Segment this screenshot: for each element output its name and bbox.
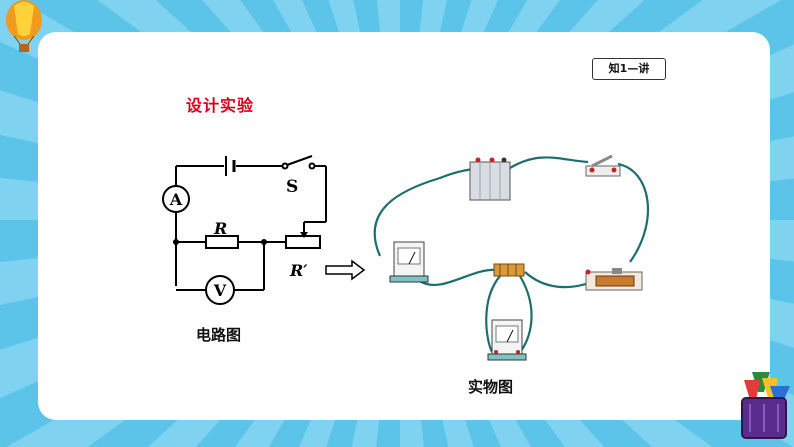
rheostat-symbol	[285, 232, 321, 249]
physical-caption: 实物图	[468, 378, 514, 396]
voltmeter-device	[487, 319, 527, 361]
wires	[373, 156, 650, 353]
switch-label: S	[286, 177, 298, 197]
voltmeter-label: V	[213, 281, 227, 300]
sliding-rheostat	[585, 268, 643, 291]
knife-switch	[585, 154, 621, 177]
pencil-cup-icon	[741, 372, 790, 439]
section-title: 设计实验	[186, 96, 255, 115]
battery-box	[469, 157, 511, 201]
circuit-caption: 电路图	[196, 326, 242, 344]
rheostat-label: R′	[289, 261, 308, 280]
resistor-symbol	[205, 235, 239, 249]
battery-symbol	[225, 156, 236, 176]
resistor-label: R	[213, 219, 227, 238]
arrow-right-icon	[325, 259, 366, 281]
ammeter-label: A	[169, 190, 183, 209]
balloon-icon	[6, 0, 42, 52]
voltmeter-symbol	[205, 275, 235, 305]
lesson-badge: 知1—讲	[592, 58, 666, 80]
fixed-resistor	[493, 263, 525, 277]
ammeter-device	[389, 241, 429, 283]
content-panel	[38, 32, 770, 420]
ammeter-symbol	[162, 185, 190, 213]
